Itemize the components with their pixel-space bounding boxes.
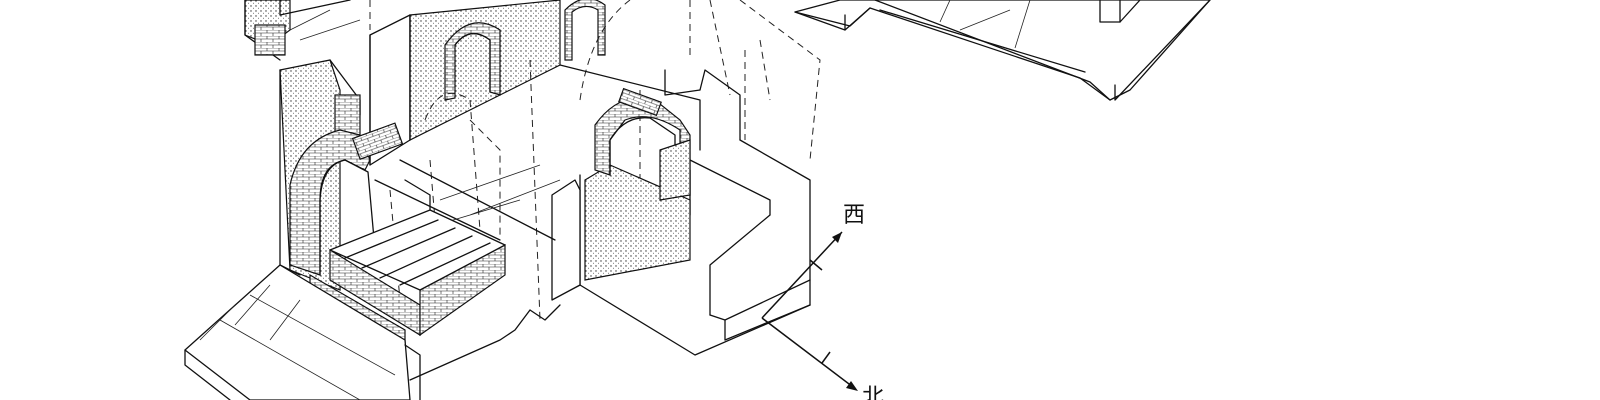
compass-label-west: 西 [843,203,865,228]
compass-axis-west [761,231,843,319]
front-floor-slab [184,264,531,400]
compass: 西 北 [761,203,884,400]
upper-left-cells [244,0,361,61]
middle-room [551,64,811,356]
arrowhead-north-icon [846,381,858,391]
left-wall-arch [279,59,404,291]
front-arch-right [584,87,691,281]
central-back-wall [369,0,606,166]
compass-axis-north [761,317,854,388]
compass-label-north: 北 [862,385,884,400]
right-corridor [794,0,1211,101]
arrowhead-west-icon [832,232,842,243]
